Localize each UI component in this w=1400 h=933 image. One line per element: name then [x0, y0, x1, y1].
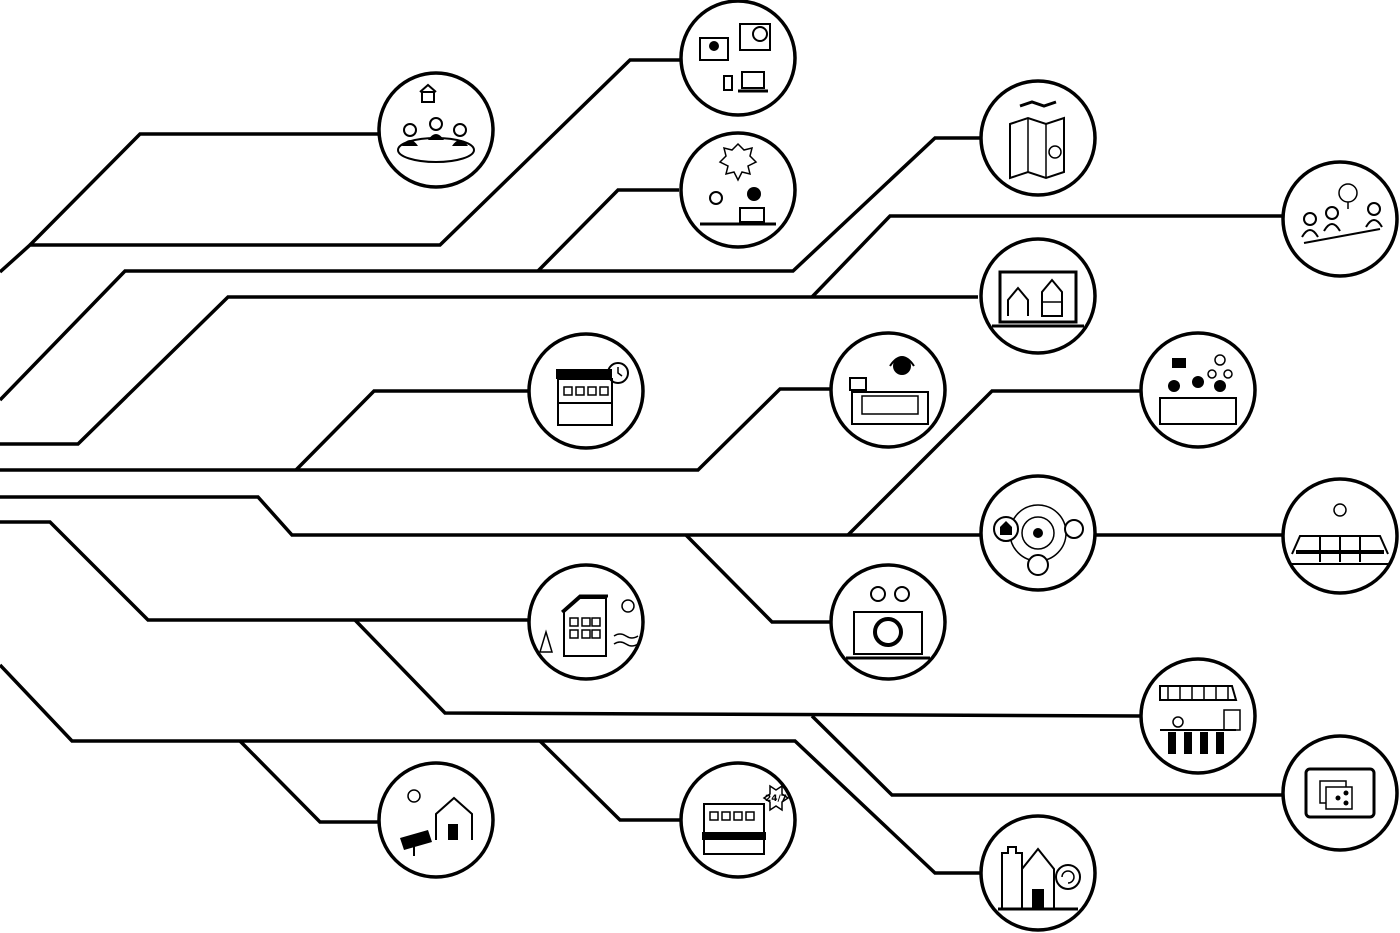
women-meeting-icon — [1301, 183, 1383, 244]
node-badge-text: 24/7 — [765, 794, 787, 804]
handshake-map-node — [979, 79, 1097, 197]
node-circle — [1139, 657, 1257, 775]
connected-houses-icon — [993, 504, 1084, 576]
shop-24-7-icon — [702, 784, 790, 855]
video-call-devices-icon — [699, 23, 771, 93]
people-meeting-farm-icon — [397, 83, 475, 163]
tablet-share-node — [1281, 734, 1399, 852]
shop-clock-icon — [556, 362, 629, 426]
node-circle — [679, 131, 797, 249]
women-meeting-node — [1281, 160, 1399, 278]
node-circle — [979, 814, 1097, 932]
connector-line — [28, 132, 378, 247]
node-circle — [679, 0, 797, 117]
heritage-castle-node — [979, 814, 1097, 932]
solar-house-node — [377, 761, 495, 879]
connector-line — [0, 295, 978, 446]
local-shop-node — [527, 332, 645, 450]
node-circle — [527, 332, 645, 450]
helpdesk-headset-icon — [849, 356, 929, 425]
connector-line — [353, 618, 1142, 718]
network-meeting-icon — [1159, 354, 1237, 425]
connector-line — [810, 714, 1282, 797]
handshake-map-icon — [1009, 100, 1065, 180]
solar-house-icon — [400, 789, 473, 856]
connector-line — [810, 214, 1282, 299]
market-stall-node — [1139, 657, 1257, 775]
remote-work-node — [679, 131, 797, 249]
node-circle — [829, 563, 947, 681]
eco-house-icon — [538, 594, 639, 657]
castle-recycle-icon — [998, 846, 1081, 911]
connector-line — [0, 520, 529, 622]
icon-nodes: 24/7 — [377, 0, 1399, 932]
connector-line — [538, 739, 680, 822]
innovation-hub-node — [1281, 477, 1399, 595]
tablet-share-icon — [1304, 767, 1376, 819]
elderly-online-node — [829, 563, 947, 681]
node-circle — [527, 563, 645, 681]
connector-line — [238, 739, 380, 824]
node-circle — [1281, 160, 1399, 278]
connector-line — [0, 58, 680, 274]
connector-line — [0, 495, 980, 537]
connector-line — [684, 533, 831, 624]
market-stall-phone-icon — [1159, 685, 1241, 754]
laptop-farm-barn-icon — [992, 270, 1084, 328]
connector-line — [846, 389, 1141, 537]
node-circle — [979, 237, 1097, 355]
connector-line — [0, 663, 980, 875]
connector-line — [0, 387, 831, 472]
online-farm-node — [979, 237, 1097, 355]
connector-lines — [0, 58, 1282, 875]
network-meeting-node — [1139, 331, 1257, 449]
connector-line — [0, 136, 980, 402]
video-call-node — [679, 0, 797, 117]
elderly-laptop-icon — [846, 586, 930, 660]
shop-247-node: 24/7 — [679, 761, 797, 879]
rural-meeting-node — [377, 71, 495, 189]
connector-line — [294, 389, 529, 472]
remote-work-laptop-icon — [700, 142, 776, 226]
smart-village-node — [979, 474, 1097, 592]
idea-building-icon — [1290, 503, 1390, 565]
node-circle — [1139, 331, 1257, 449]
helpdesk-node — [829, 331, 947, 449]
connector-line — [536, 188, 679, 273]
eco-housing-node — [527, 563, 645, 681]
node-circle — [979, 79, 1097, 197]
node-circle — [829, 331, 947, 449]
